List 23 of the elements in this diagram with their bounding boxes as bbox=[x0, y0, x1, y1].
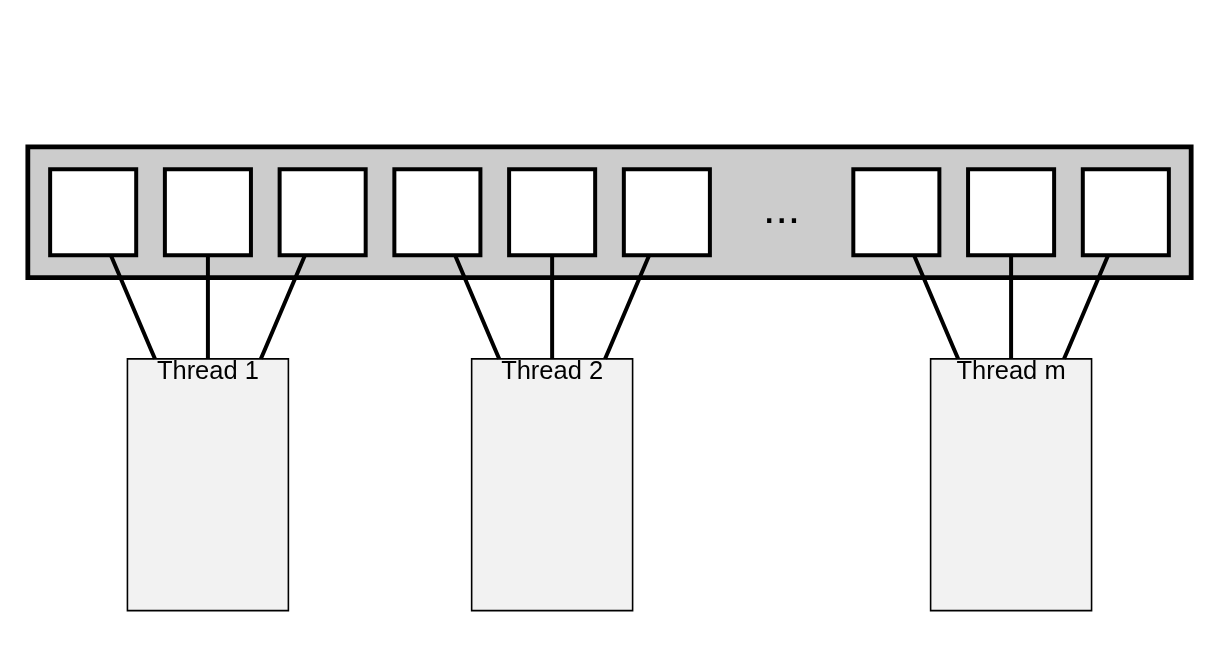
node-box bbox=[48, 166, 139, 257]
node-box: Thread m bbox=[929, 357, 1093, 611]
node-box bbox=[1080, 166, 1171, 257]
node-box: Thread 2 bbox=[470, 357, 634, 611]
connector bbox=[912, 254, 960, 360]
connector bbox=[205, 254, 210, 359]
connector bbox=[453, 254, 501, 360]
connector bbox=[259, 254, 307, 360]
node-box: Thread 1 bbox=[126, 357, 290, 611]
node-box bbox=[851, 166, 942, 257]
cluster bbox=[25, 144, 1194, 280]
node-box bbox=[392, 166, 483, 257]
connector bbox=[550, 254, 555, 359]
connector bbox=[1009, 254, 1014, 359]
label: ... bbox=[763, 182, 801, 232]
connector bbox=[1062, 254, 1110, 360]
node-box bbox=[966, 166, 1057, 257]
connector bbox=[603, 254, 652, 360]
connector bbox=[109, 254, 157, 360]
node-box bbox=[621, 166, 712, 257]
node-box bbox=[507, 166, 598, 257]
node-box bbox=[277, 166, 368, 257]
node-box bbox=[162, 166, 253, 257]
